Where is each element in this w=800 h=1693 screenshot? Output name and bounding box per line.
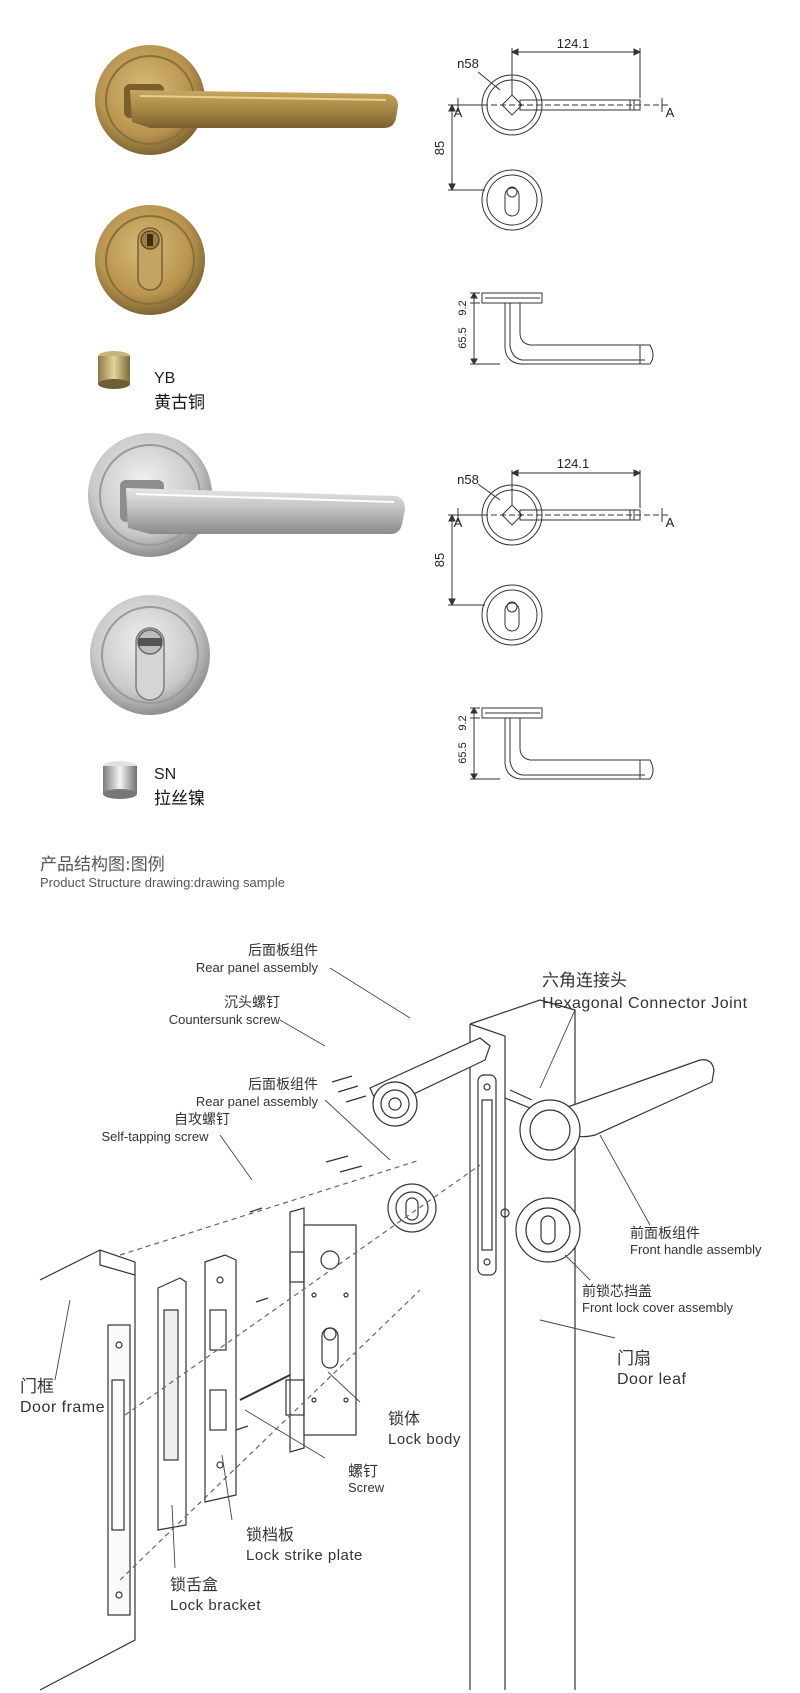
section-mark-left-2: A [454,515,463,530]
section-mark-right-2: A [666,515,675,530]
center-dimension-1: 85 [432,141,447,155]
brass-finish-swatch [98,351,130,389]
callout-front-cover: 前锁芯挡盖 Front lock cover assembly [582,1283,733,1315]
center-dimension-2: 85 [432,553,447,567]
rear-panel-1-cn: 后面板组件 [248,943,318,959]
front-handle-cn: 前面板组件 [630,1225,700,1242]
callout-lock-bracket: 锁舌盒 Lock bracket [170,1575,261,1614]
countersunk-cn: 沉头螺钉 [224,995,280,1011]
lock-bracket-cn: 锁舌盒 [170,1575,218,1594]
strike-plate-en: Lock strike plate [246,1547,363,1564]
depth-total-1: 65.5 [457,327,469,348]
finish-code-sn: SN [154,766,177,783]
lock-body-part [289,1207,305,1453]
door-frame-cn: 门框 [20,1377,54,1397]
section-mark-right-1: A [666,105,675,120]
finish-name-yb: 黄古铜 [154,393,205,413]
callout-screw: 螺钉 Screw [348,1462,385,1495]
door-leaf-part [469,999,576,1690]
front-cover-cn: 前锁芯挡盖 [582,1283,652,1300]
lock-body-en: Lock body [388,1431,461,1448]
hex-joint-cn: 六角连接头 [542,971,627,991]
nickel-lever-handle-photo [88,433,405,557]
rose-label-1: n58 [457,56,479,71]
width-dimension-1: 124.1 [557,36,590,51]
rear-panel-1-en: Rear panel assembly [196,960,319,975]
countersunk-screws [331,1075,367,1103]
tech-drawing-side-view-1 [470,292,654,365]
rear-panel-2-en: Rear panel assembly [196,1094,319,1109]
callout-hex-joint: 六角连接头 Hexagonal Connector Joint [542,971,748,1012]
callout-rear-panel-1: 后面板组件 Rear panel assembly [196,943,319,975]
door-leaf-en: Door leaf [617,1371,686,1388]
self-tapping-screws [235,1207,269,1431]
callout-countersunk: 沉头螺钉 Countersunk screw [169,995,281,1027]
section-title-en: Product Structure drawing:drawing sample [40,875,285,890]
front-handle-en: Front handle assembly [630,1242,762,1257]
door-frame-outline [39,1249,136,1691]
hex-joint-en: Hexagonal Connector Joint [542,995,748,1012]
countersunk-en: Countersunk screw [169,1012,281,1027]
callout-door-frame: 门框 Door frame [20,1377,105,1416]
screw-en: Screw [348,1480,385,1495]
door-leaf-cn: 门扇 [617,1349,651,1369]
screw-cn: 螺钉 [348,1462,378,1480]
callout-front-handle: 前面板组件 Front handle assembly [630,1225,762,1257]
lock-body-cn: 锁体 [388,1409,420,1428]
width-dimension-2: 124.1 [557,456,590,471]
strike-plate-cn: 锁档板 [246,1525,294,1544]
depth-small-1: 9.2 [457,300,469,315]
tech-drawing-side-view-2 [470,707,654,780]
rear-panel-2-cn: 后面板组件 [248,1077,318,1093]
front-cover-en: Front lock cover assembly [582,1300,733,1315]
callout-strike-plate: 锁档板 Lock strike plate [246,1525,363,1564]
structure-section-heading: 产品结构图:图例 Product Structure drawing:drawi… [40,850,285,890]
nickel-finish-swatch [103,761,137,799]
brass-lever-handle-photo [95,45,398,155]
self-tapping-en: Self-tapping screw [102,1129,210,1144]
exploded-assembly-diagram [39,967,715,1691]
front-lock-cover-part [515,1197,581,1263]
nickel-cylinder-rose-photo [90,595,210,715]
section-title-cn: 产品结构图:图例 [40,855,165,875]
tech-drawing-front-view-1 [448,48,668,231]
rear-cylinder-rose-part [387,1183,437,1233]
lock-bracket-en: Lock bracket [170,1597,261,1614]
finish-code-yb: YB [154,370,176,387]
tech-drawing-front-view-2 [448,469,668,646]
self-tapping-cn: 自攻螺钉 [174,1112,230,1128]
door-frame-en: Door frame [20,1399,105,1416]
depth-total-2: 65.5 [457,742,469,763]
callout-lock-body: 锁体 Lock body [388,1409,461,1448]
section-mark-left-1: A [454,105,463,120]
callout-rear-panel-2: 后面板组件 Rear panel assembly [196,1077,319,1109]
finish-label-sn: SN 拉丝镍 [154,766,205,809]
rose-label-2: n58 [457,472,479,487]
depth-small-2: 9.2 [457,715,469,730]
callout-door-leaf: 门扇 Door leaf [617,1349,686,1388]
brass-cylinder-rose-photo [95,205,205,315]
strike-plate-part [204,1254,237,1503]
finish-label-yb: YB 黄古铜 [154,370,205,413]
finish-name-sn: 拉丝镍 [154,789,205,809]
callout-self-tapping: 自攻螺钉 Self-tapping screw [102,1112,230,1144]
